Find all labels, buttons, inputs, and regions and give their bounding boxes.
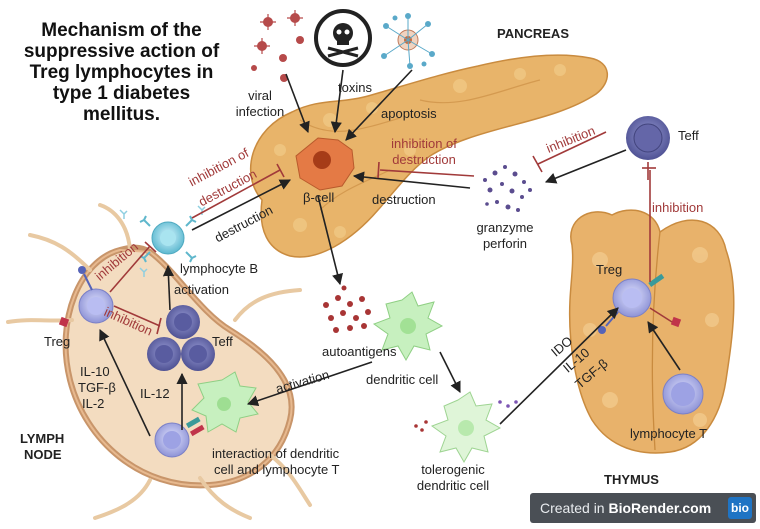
virus-icon <box>251 13 304 82</box>
treg-thymus-cell <box>598 273 682 334</box>
thymus-lobule-texture <box>583 247 719 427</box>
tolerogenic-dendritic-cell-icon <box>414 391 518 464</box>
label-infection: infection <box>235 104 285 119</box>
label-beta-cell: β-cell <box>303 190 335 205</box>
label-cytokine-il12: IL-12 <box>140 386 170 401</box>
teff-cluster <box>147 305 215 371</box>
arrows <box>99 69 681 437</box>
label-viral: viral <box>248 88 272 103</box>
label-lymphocyte-t: lymphocyte T <box>630 426 708 441</box>
treg-lymph-cell <box>58 266 114 328</box>
b-cell-icon <box>119 205 206 277</box>
label-tolerogenic-2: dendritic cell <box>416 478 490 493</box>
diagram-title: Mechanism of the suppressive action of T… <box>23 20 220 125</box>
label-cytokine-il2: IL-2 <box>82 396 105 411</box>
organ-label-thymus: THYMUS <box>604 472 659 487</box>
badge-created-in: Created in <box>540 500 605 516</box>
label-dendritic-cell: dendritic cell <box>366 372 439 387</box>
pancreas-organ <box>249 54 608 258</box>
label-activation-b: activation <box>174 282 229 297</box>
label-treg-thymus: Treg <box>596 262 623 277</box>
label-toxins: toxins <box>338 80 372 95</box>
biorender-logo-icon: bio <box>728 497 752 519</box>
toxin-skull-icon <box>314 9 372 67</box>
beta-cell-icon <box>295 137 355 191</box>
teff-top-cell <box>626 116 670 160</box>
autoantigens-icon <box>323 285 371 333</box>
label-inhib-destruction-b1: inhibition of <box>391 136 457 151</box>
label-treg-lymph: Treg <box>44 334 71 349</box>
inhibition-lines <box>109 131 673 335</box>
pancreas-lobule-texture <box>274 64 566 238</box>
granzyme-perforin-icon <box>483 165 532 212</box>
label-interaction-1: interaction of dendritic <box>212 446 340 461</box>
label-apoptosis: apoptosis <box>381 106 437 121</box>
label-cytokine-tgfb: TGF-β <box>78 380 116 395</box>
label-autoantigens: autoantigens <box>322 344 397 359</box>
label-interaction-2: cell and lymphocyte T <box>214 462 340 477</box>
label-destruction-granzyme: destruction <box>372 192 436 207</box>
label-granzyme: granzyme <box>476 220 534 235</box>
label-inhibition-thymus: inhibition <box>652 200 704 215</box>
lymphocyte-t-thymus-cell <box>662 373 704 415</box>
label-teff-lymph: Teff <box>212 334 233 349</box>
organ-label-lymph-2: NODE <box>24 447 62 462</box>
organ-label-lymph-1: LYMPH <box>20 431 65 446</box>
badge-text: Created in BioRender.com <box>540 500 711 516</box>
t-cell-interacting <box>154 416 205 458</box>
label-tolerogenic-1: tolerogenic <box>421 462 485 477</box>
label-perforin: perforin <box>482 236 528 251</box>
interacting-dendritic-cell <box>191 371 259 433</box>
biorender-badge: Created in BioRender.com bio <box>530 493 756 523</box>
label-cytokine-il10: IL-10 <box>80 364 110 379</box>
label-inhib-destruction-b2: destruction <box>392 152 456 167</box>
badge-brand: BioRender.com <box>608 500 712 516</box>
label-teff-top: Teff <box>678 128 699 143</box>
label-lymphocyte-b: lymphocyte B <box>180 261 259 276</box>
apoptotic-cell-icon <box>381 13 435 69</box>
organ-label-pancreas: PANCREAS <box>497 26 569 41</box>
dendritic-cell-icon <box>372 291 444 362</box>
